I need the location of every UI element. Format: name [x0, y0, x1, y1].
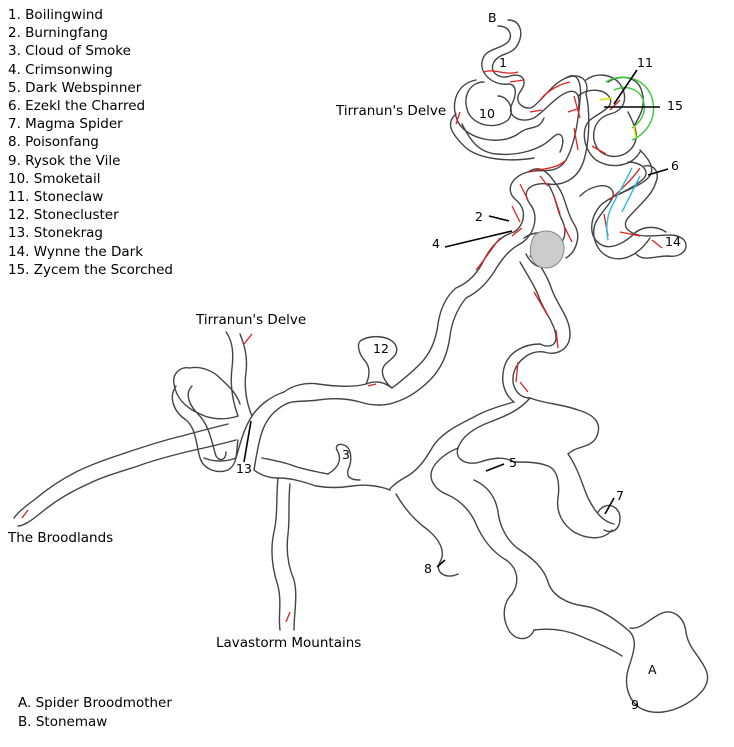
upper-east-tunnels: [577, 74, 687, 260]
legend-entry: 15. Zycem the Scorched: [8, 261, 173, 278]
npc-legend: 1. Boilingwind 2. Burningfang 3. Cloud o…: [8, 6, 173, 279]
place-label-broodlands: The Broodlands: [8, 530, 114, 546]
legend-entry: 8. Poisonfang: [8, 134, 99, 151]
legend-entry: 13. Stonekrag: [8, 225, 103, 242]
map-marker-15: 15: [667, 98, 683, 113]
west-descent-tunnel: [283, 287, 467, 406]
boss-legend: A. Spider Broodmother B. Stonemaw: [18, 694, 172, 732]
boss-entry: B. Stonemaw: [18, 714, 108, 730]
red-route-markings: [21, 70, 663, 623]
map-marker-8: 8: [424, 561, 432, 576]
map-marker-4: 4: [432, 236, 440, 251]
boss-entry: A. Spider Broodmother: [18, 695, 172, 711]
southern-tunnels: [253, 443, 391, 631]
map-marker-2: 2: [475, 209, 483, 224]
place-label-tirranuns-delve-north: Tirranun's Delve: [336, 103, 447, 119]
legend-entry: 7. Magma Spider: [8, 116, 123, 133]
place-label-lavastorm-mountains: Lavastorm Mountains: [216, 635, 362, 651]
legend-entry: 6. Ezekl the Charred: [8, 98, 146, 115]
map-marker-10: 10: [479, 106, 495, 121]
legend-entry: 14. Wynne the Dark: [8, 243, 144, 260]
map-marker-b: B: [488, 10, 497, 25]
rock-formation: [530, 230, 565, 269]
legend-entry: 11. Stoneclaw: [8, 189, 104, 206]
western-tunnels: [13, 331, 287, 527]
map-marker-12: 12: [373, 341, 389, 356]
map-marker-11: 11: [637, 55, 653, 70]
map-marker-14: 14: [665, 234, 681, 249]
map-marker-6: 6: [671, 158, 679, 173]
legend-entry: 3. Cloud of Smoke: [8, 43, 131, 60]
legend-entry: 5. Dark Webspinner: [8, 79, 142, 96]
upper-north-tunnels: [449, 19, 588, 161]
legend-entry: 12. Stonecluster: [8, 207, 119, 224]
marker-leader-lines: [243, 69, 669, 568]
map-marker-5: 5: [509, 455, 517, 470]
legend-entry: 2. Burningfang: [8, 25, 108, 42]
map-marker-7: 7: [616, 488, 624, 503]
place-label-tirranuns-delve-west: Tirranun's Delve: [196, 312, 307, 328]
legend-entry: 4. Crimsonwing: [8, 61, 113, 78]
map-marker-a: A: [648, 662, 657, 677]
map-marker-13: 13: [236, 461, 252, 476]
southeastern-tunnels: [388, 397, 709, 714]
legend-entry: 9. Rysok the Vile: [8, 152, 121, 169]
colored-route-overlays: [599, 76, 655, 241]
map-marker-1: 1: [499, 55, 507, 70]
legend-entry: 10. Smoketail: [8, 170, 101, 187]
map-marker-3: 3: [342, 447, 350, 462]
map-marker-9: 9: [631, 697, 639, 712]
legend-entry: 1. Boilingwind: [8, 7, 103, 23]
